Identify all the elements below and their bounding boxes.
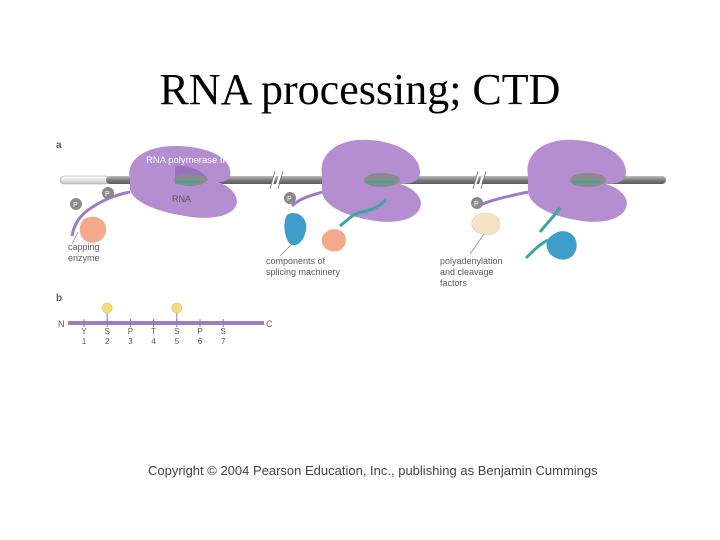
residue-letter-5: S: [174, 327, 179, 336]
residue-position-5: 5: [175, 337, 180, 346]
residue-letter-3: P: [128, 327, 133, 336]
polymerase-label: RNA polymerase II: [146, 155, 225, 166]
phospho-bead-1b: P: [102, 187, 114, 199]
splicing-label-1: components of: [266, 256, 326, 266]
residue-position-4: 4: [151, 337, 156, 346]
polyA-label-2: and cleavage: [440, 267, 494, 277]
residue-position-1: 1: [82, 337, 87, 346]
panel-b-letter: b: [56, 293, 62, 304]
rna-polymerase-1: [129, 146, 237, 218]
splicing-tail: [339, 198, 388, 228]
residue-position-2: 2: [105, 337, 110, 346]
polyA-label-3: factors: [440, 278, 468, 288]
polyA-tail: [538, 207, 562, 233]
svg-text:P: P: [73, 202, 78, 209]
slide-title: RNA processing; CTD: [159, 65, 561, 114]
capping-label-1: capping: [68, 242, 100, 252]
polyA-factor-blue: [546, 231, 577, 260]
rna-label: RNA: [172, 194, 191, 204]
splicing-factor-blue: [284, 212, 307, 246]
rna-polymerase-3: [527, 139, 627, 222]
phosphate-bead-5: [171, 302, 183, 314]
splicing-label-2: splicing machinery: [266, 267, 341, 277]
phospho-bead-1a: P: [70, 198, 82, 210]
polyA-label-1: polyadenylation: [440, 256, 503, 266]
ctd-tail-2: [290, 190, 323, 208]
polyA-factor-cream: [471, 212, 501, 235]
svg-text:P: P: [105, 191, 110, 198]
panel-a-letter: a: [56, 140, 62, 151]
residue-position-6: 6: [198, 337, 203, 346]
phosphate-bead-2: [101, 302, 113, 314]
residue-letter-1: Y: [81, 327, 87, 336]
residue-letter-4: T: [151, 327, 156, 336]
ctd-tail-1: [70, 190, 131, 237]
c-terminus: C: [266, 319, 273, 329]
capping-enzyme: [79, 216, 107, 243]
residue-position-3: 3: [128, 337, 133, 346]
ctd-tail-3: [477, 190, 529, 208]
residue-letter-6: P: [197, 327, 202, 336]
phospho-bead-3: P: [471, 197, 483, 209]
splicing-factor-orange: [321, 229, 346, 252]
svg-text:P: P: [287, 196, 292, 203]
capping-label-2: enzyme: [68, 253, 100, 263]
n-terminus: N: [58, 319, 65, 329]
copyright-notice: Copyright © 2004 Pearson Education, Inc.…: [148, 463, 598, 478]
residue-position-7: 7: [221, 337, 226, 346]
polyA-tail-low: [524, 238, 549, 260]
svg-text:P: P: [474, 201, 479, 208]
residue-letter-7: S: [221, 327, 226, 336]
rna-polymerase-2: [321, 139, 421, 222]
residue-letter-2: S: [105, 327, 110, 336]
phospho-bead-2: P: [284, 192, 296, 204]
